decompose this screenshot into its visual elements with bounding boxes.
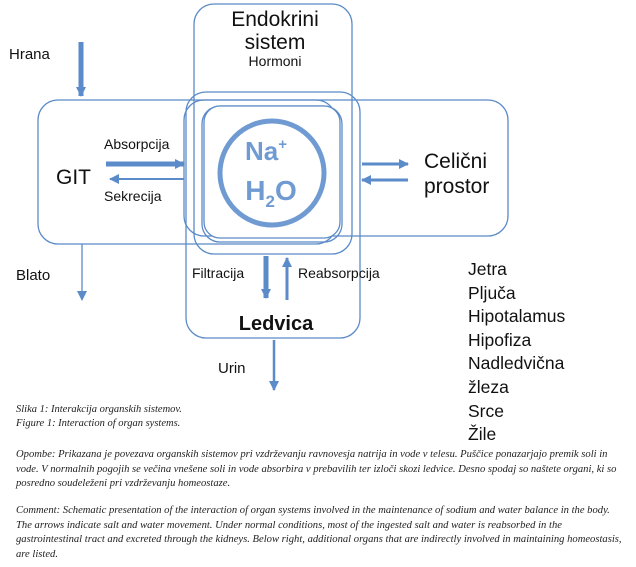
- absorption-label: Absorpcija: [104, 136, 170, 152]
- organ-list: Jetra Pljuča Hipotalamus Hipofiza Nadled…: [468, 258, 565, 447]
- organ-list-item: Hipofiza: [468, 329, 532, 350]
- git-label: GIT: [56, 166, 91, 189]
- endocrine-title-line2: sistem: [245, 31, 306, 54]
- organ-list-item: Hipotalamus: [468, 306, 566, 327]
- stool-label: Blato: [16, 267, 50, 284]
- organ-list-item: žleza: [468, 376, 509, 397]
- sodium-symbol: Na+: [245, 136, 287, 166]
- cell-space-label-line2: prostor: [424, 175, 489, 198]
- organ-list-item: Nadledvična: [468, 353, 565, 374]
- endocrine-title-line1: Endokrini: [231, 8, 319, 31]
- food-label: Hrana: [9, 46, 51, 63]
- urine-label: Urin: [218, 360, 246, 377]
- organ-list-item: Srce: [468, 400, 504, 421]
- cell-space-label-line1: Celični: [424, 150, 487, 173]
- caption-slovene: Slika 1: Interakcija organskih sistemov.: [16, 404, 182, 415]
- secretion-label: Sekrecija: [104, 188, 162, 204]
- note-english: Comment: Schematic presentation of the i…: [16, 505, 622, 560]
- endocrine-subtitle: Hormoni: [249, 53, 302, 69]
- kidney-box: [185, 91, 361, 339]
- sodium-water-circle: [217, 118, 327, 228]
- caption-english: Figure 1: Interaction of organ systems.: [16, 417, 181, 429]
- organ-interaction-diagram: Na+ H2O Endokrini sistem Hormoni Hrana G…: [9, 3, 509, 391]
- organ-list-item: Pljuča: [468, 282, 516, 303]
- note-slovene: Opombe: Prikazana je povezava organskih …: [16, 449, 617, 489]
- filtration-label: Filtracija: [192, 265, 244, 281]
- figure-caption: Slika 1: Interakcija organskih sistemov.…: [16, 403, 626, 430]
- kidney-label: Ledvica: [239, 313, 314, 335]
- endocrine-system-box: [193, 3, 353, 255]
- organ-list-item: Žile: [468, 424, 497, 445]
- reabsorption-label: Reabsorpcija: [298, 265, 380, 281]
- water-formula: H2O: [245, 175, 296, 211]
- organ-list-item: Jetra: [468, 259, 507, 279]
